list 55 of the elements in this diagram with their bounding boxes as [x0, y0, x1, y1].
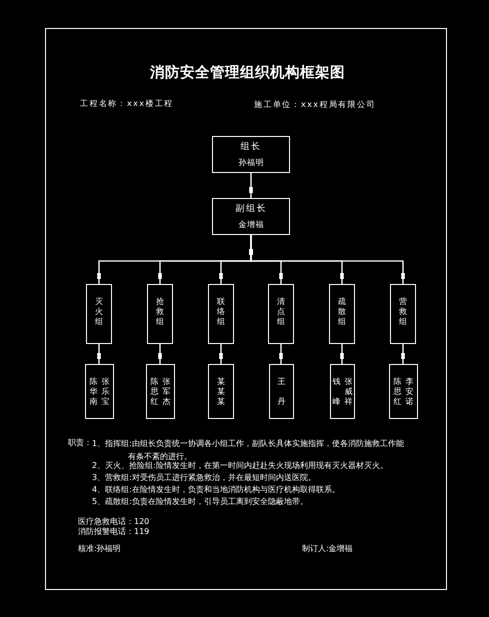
- group-box: [208, 284, 234, 344]
- person-name: 孙福明: [238, 158, 264, 168]
- duty-item: 1、指挥组:由组长负责统一协调各小组工作，副队长具体实施指挥，使各消防施救工作能有条不紊的进行。: [92, 438, 405, 461]
- project-info: 工程名称：xxx楼工程: [80, 99, 174, 109]
- member-box: [269, 364, 294, 419]
- member-name: 陈思红: [150, 376, 158, 406]
- member-box: [208, 364, 234, 419]
- group-name: 灭火组: [95, 297, 103, 327]
- group-name: 联络组: [217, 297, 225, 327]
- duty-heading: 职责：: [68, 438, 92, 448]
- project-info: 施工单位：xxx程局有限公司: [254, 100, 376, 110]
- connector-line: [97, 344, 101, 364]
- signature-text: 核准:孙福明: [78, 544, 121, 554]
- member-name: 钱峰: [332, 376, 340, 408]
- role-label: 副组长: [235, 204, 267, 214]
- member-name: 陈华南: [90, 376, 98, 406]
- member-name: 王丹: [278, 376, 286, 408]
- group-name: 疏散组: [338, 297, 346, 327]
- group-box: [86, 284, 112, 344]
- connector-line: [279, 344, 283, 364]
- group-box: [147, 284, 173, 344]
- person-name: 金增福: [238, 220, 264, 230]
- phone-number: 消防报警电话：119: [78, 527, 150, 537]
- member-name: 张威祥: [344, 376, 352, 406]
- member-name: 张乐宝: [102, 376, 110, 406]
- phone-number: 医疗急救电话：120: [78, 517, 150, 527]
- group-box: [390, 284, 416, 344]
- org-box: [212, 198, 290, 235]
- group-name: 营救组: [399, 297, 407, 327]
- connector-line: [158, 344, 162, 364]
- connector-line: [401, 344, 405, 364]
- connector-line: [219, 344, 223, 364]
- member-box: [330, 364, 355, 419]
- group-name: 清点组: [277, 297, 285, 327]
- member-box: [146, 364, 175, 419]
- group-name: 抢救组: [156, 297, 164, 327]
- member-box: [85, 364, 114, 419]
- connector-line: [249, 173, 253, 198]
- member-name: 李安诺: [406, 376, 414, 406]
- connector-line: [249, 235, 405, 284]
- member-name: 某某某: [217, 376, 225, 406]
- duty-item: 2、灭火、抢险组:险情发生时，在第一时间内赶赴失火现场利用现有灭火器材灭火。: [92, 461, 388, 471]
- signature-text: 制订人:金增福: [302, 544, 353, 554]
- duty-item: 3、营救组:对受伤员工进行紧急救治，并在最短时间内送医院。: [92, 473, 316, 483]
- group-box: [329, 284, 355, 344]
- duty-item: 4、联络组:在险情发生时，负责和当地消防机构与医疗机构取得联系。: [92, 485, 340, 495]
- org-box: [212, 136, 290, 173]
- member-name: 陈思红: [394, 376, 402, 406]
- duty-item: 5、疏散组:负责在险情发生时，引导员工离到安全隐蔽地带。: [92, 497, 308, 507]
- connector-line: [340, 344, 344, 364]
- role-label: 组长: [240, 142, 262, 152]
- member-name: 张军杰: [162, 376, 170, 406]
- member-box: [389, 364, 418, 419]
- group-box: [268, 284, 294, 344]
- title: 消防安全管理组织机构框架图: [150, 65, 345, 81]
